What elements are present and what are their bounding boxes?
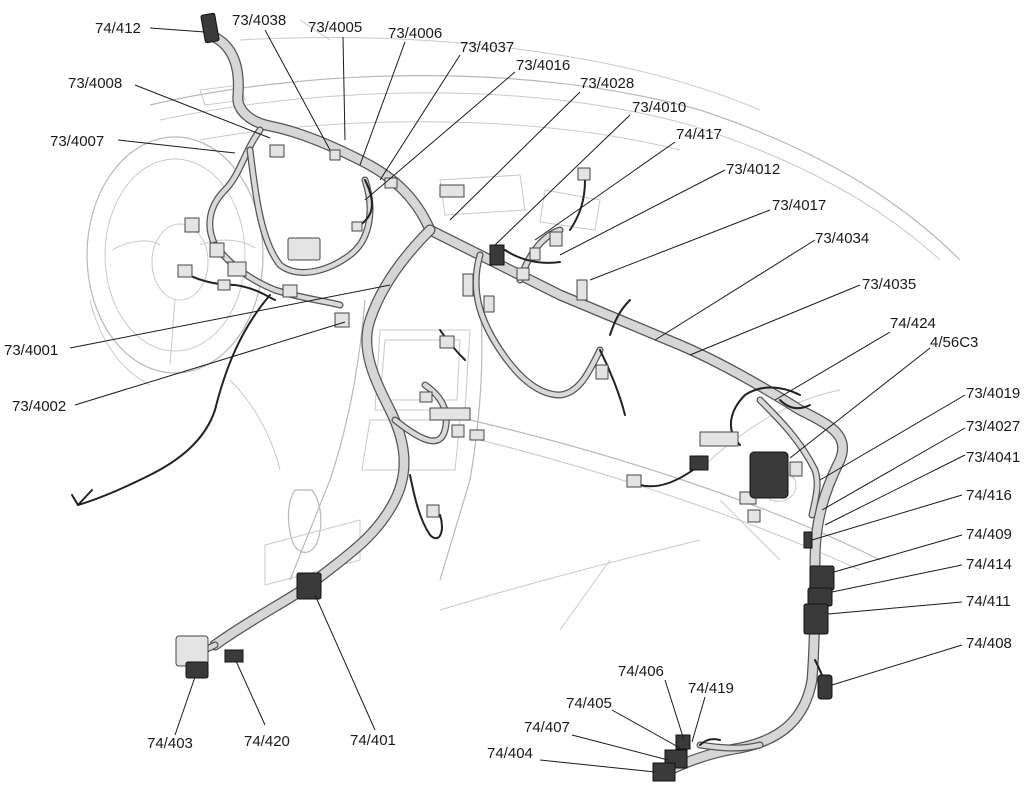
label-73-4027: 73/4027 [966,418,1020,435]
label-73-4038: 73/4038 [232,12,286,29]
label-73-4008: 73/4008 [68,75,122,92]
label-74-407: 74/407 [524,719,570,736]
leader-lines [69,27,966,773]
label-74-419: 74/419 [688,680,734,697]
label-74-406: 74/406 [618,663,664,680]
label-73-4007: 73/4007 [50,133,104,150]
label-73-4041: 73/4041 [966,449,1020,466]
label-73-4005: 73/4005 [308,19,362,36]
harness-branches [181,126,821,752]
label-4-56c3: 4/56C3 [930,334,978,351]
part-labels: 74/412 73/4038 73/4005 73/4006 73/4037 7… [4,12,1020,762]
dashboard-outline [86,19,961,631]
label-73-4017: 73/4017 [772,197,826,214]
label-73-4034: 73/4034 [815,230,869,247]
label-74-420: 74/420 [244,733,290,750]
thin-wires [71,179,826,746]
label-73-4028: 73/4028 [580,75,634,92]
label-74-424: 74/424 [890,315,936,332]
label-73-4002: 73/4002 [12,398,66,415]
label-73-4010: 73/4010 [632,99,686,116]
label-73-4037: 73/4037 [460,39,514,56]
label-74-403: 74/403 [147,735,193,752]
label-73-4016: 73/4016 [516,57,570,74]
label-73-4019: 73/4019 [966,385,1020,402]
connectors [175,12,835,782]
label-73-4035: 73/4035 [862,276,916,293]
label-74-412: 74/412 [95,20,141,37]
label-74-417: 74/417 [676,126,722,143]
label-74-401: 74/401 [350,732,396,749]
label-74-416: 74/416 [966,487,1012,504]
label-74-408: 74/408 [966,635,1012,652]
label-74-404: 74/404 [487,745,533,762]
label-73-4012: 73/4012 [726,161,780,178]
label-74-405: 74/405 [566,695,612,712]
label-73-4006: 73/4006 [388,25,442,42]
label-74-411: 74/411 [966,593,1011,610]
label-74-409: 74/409 [966,526,1012,543]
label-73-4001: 73/4001 [4,342,58,359]
label-74-414: 74/414 [966,556,1012,573]
